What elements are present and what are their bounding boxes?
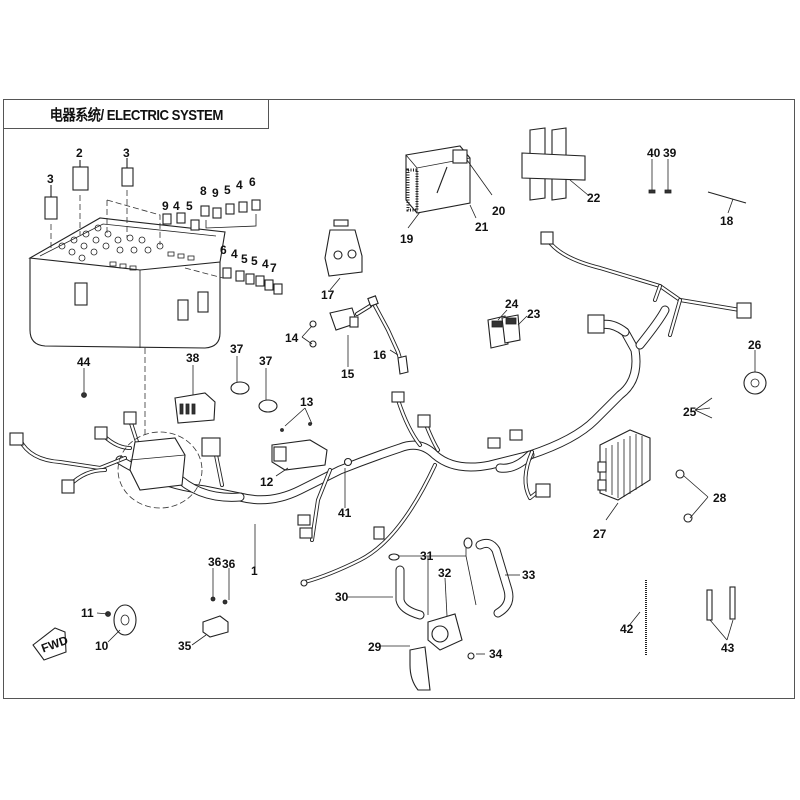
fuses-upper-row [162,199,261,231]
ecu-module-12 [271,422,328,471]
callout-37a: 37 [230,342,244,356]
sensor-26 [743,371,767,395]
relay-3-right [121,158,134,238]
callout-7: 7 [270,261,277,275]
callout-26: 26 [748,338,762,352]
fuse-box-latch [74,282,88,306]
fuse-box-socket-grid [58,224,195,271]
leader-lines [83,159,756,655]
callout-39: 39 [663,146,677,160]
diagram-title: 电器系统/ ELECTRIC SYSTEM [49,106,223,124]
callout-4d: 4 [262,257,269,271]
callout-24: 24 [505,297,519,311]
callout-25: 25 [683,405,697,419]
callout-41: 41 [338,506,352,520]
cable-sleeve [729,586,736,620]
callout-18: 18 [720,214,734,228]
diagram-frame [3,99,795,699]
pump-assembly [388,537,514,691]
battery [405,145,471,214]
callout-5d: 5 [251,254,258,268]
callout-43: 43 [721,641,735,655]
callout-5a: 5 [186,199,193,213]
clips [648,189,672,194]
callout-35: 35 [178,639,192,653]
callout-31: 31 [420,549,434,563]
callout-22: 22 [587,191,601,205]
callout-2: 2 [76,146,83,160]
callout-16: 16 [373,348,387,362]
callout-20: 20 [492,204,506,218]
callout-38: 38 [186,351,200,365]
ignition-coil [309,307,359,348]
fuse-box [28,217,226,349]
callout-13: 13 [300,395,314,409]
spark-plug-cable [355,295,409,375]
callout-5b: 5 [224,183,231,197]
callout-42: 42 [620,622,634,636]
callout-4c: 4 [231,247,238,261]
callout-3b: 3 [123,146,130,160]
screw-44 [81,392,87,398]
battery-terminal [452,149,468,164]
callout-28: 28 [713,491,727,505]
relay-3-left [44,185,58,248]
detail-circle [117,431,203,509]
title-box: 电器系统/ ELECTRIC SYSTEM [3,99,269,129]
callout-6a: 6 [249,175,256,189]
relay-block-35 [202,596,229,638]
callout-8: 8 [200,184,207,198]
callout-19: 19 [400,232,414,246]
callout-15: 15 [341,367,355,381]
cable-tie-18 [707,191,747,204]
callout-23: 23 [527,307,541,321]
harness-fuse-holder [117,348,203,509]
fuses-lower-row [184,267,283,295]
callout-6b: 6 [220,243,227,257]
callout-36b: 36 [222,557,236,571]
callout-11: 11 [81,606,94,620]
starter-relay [324,219,363,277]
callout-9b: 9 [212,186,219,200]
callout-labels: 1 2 3 3 4 4 4 4 5 5 5 5 6 6 7 8 9 9 10 1… [47,146,762,661]
band-clamps-37 [230,381,278,413]
callout-5c: 5 [241,252,248,266]
callout-37b: 37 [259,354,273,368]
callout-9a: 9 [162,199,169,213]
callout-27: 27 [593,527,607,541]
fwd-arrow: FWD [32,627,70,661]
callout-32: 32 [438,566,452,580]
callout-4b: 4 [236,178,243,192]
callout-21: 21 [475,220,489,234]
callout-14: 14 [285,331,299,345]
callout-12: 12 [260,475,274,489]
callout-30: 30 [335,590,349,604]
flasher-relay-2 [72,160,89,235]
horn [105,604,137,636]
harness-connectors [9,231,752,587]
connector-block-38 [174,392,216,424]
callout-17: 17 [321,288,335,302]
callout-36a: 36 [208,555,222,569]
callout-1: 1 [251,564,258,578]
cable-sleeve [706,589,713,621]
callout-4a: 4 [173,199,180,213]
battery-holder [521,127,586,201]
callout-33: 33 [522,568,536,582]
callout-10: 10 [95,639,109,653]
callout-29: 29 [368,640,382,654]
callout-3a: 3 [47,172,54,186]
callout-34: 34 [489,647,503,661]
callout-40: 40 [647,146,661,160]
connector-pair [487,314,521,349]
voltage-regulator [597,429,693,523]
callout-44: 44 [77,355,91,369]
